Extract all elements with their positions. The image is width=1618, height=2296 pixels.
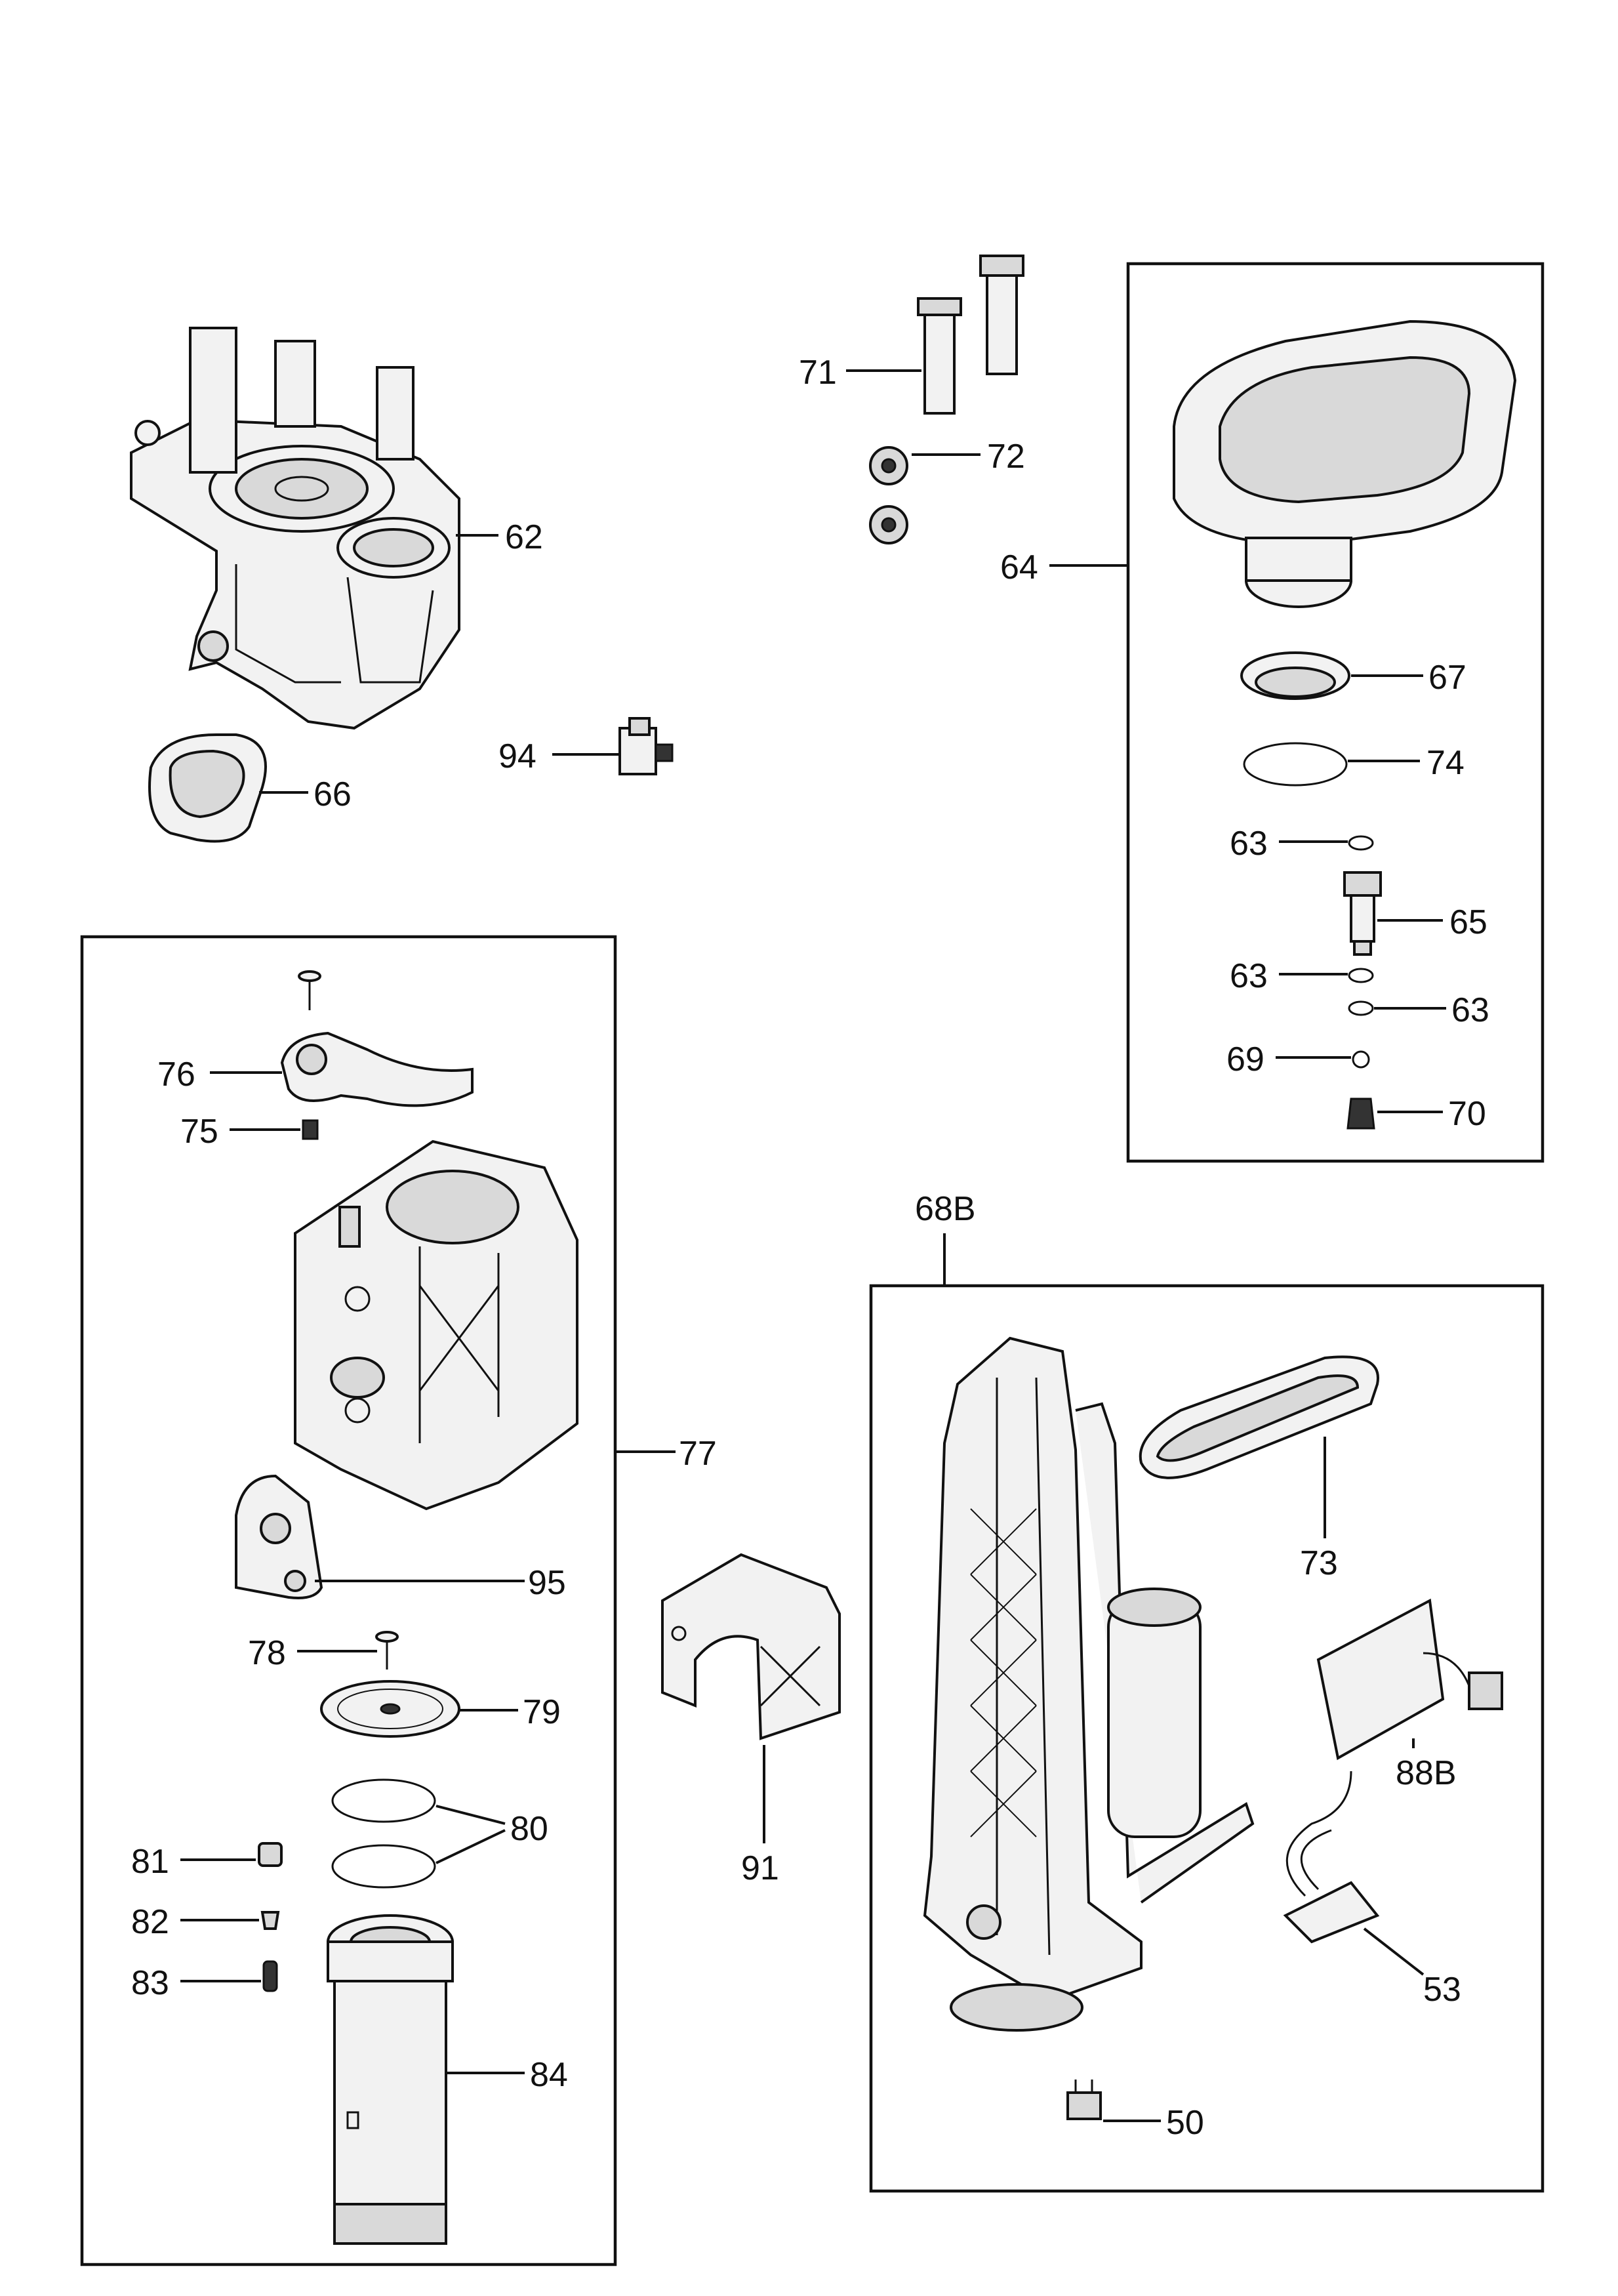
callout-95: 95: [528, 1564, 566, 1602]
callout-50: 50: [1166, 2104, 1204, 2142]
callout-88B: 88B: [1396, 1754, 1457, 1792]
part-76-lever-hub: [296, 1044, 327, 1075]
part-94-solenoid: [618, 717, 674, 775]
callout-75: 75: [180, 1113, 218, 1151]
part-83-spring: [262, 1960, 278, 1992]
callout-67: 67: [1428, 659, 1466, 697]
part-63-oring-b: [1348, 968, 1374, 983]
callout-94: 94: [498, 737, 536, 775]
part-66-seal: [148, 733, 267, 843]
callout-83: 83: [131, 1964, 169, 2002]
part-50-clip: [1066, 2080, 1102, 2120]
part-82-pin: [260, 1911, 280, 1930]
leader-lines: [180, 369, 1446, 2122]
part-72-gears: [869, 446, 908, 544]
part-68B-tower: [923, 1336, 1255, 2032]
part-69-cap: [1352, 1050, 1370, 1069]
callout-70: 70: [1448, 1095, 1486, 1133]
part-75-spring: [302, 1119, 319, 1140]
callout-78: 78: [248, 1634, 286, 1672]
part-53-sensor: [1283, 1771, 1380, 1944]
callout-74: 74: [1426, 744, 1465, 782]
callout-62: 62: [505, 518, 543, 556]
callout-77: 77: [679, 1435, 717, 1473]
part-80-gasket-b: [331, 1844, 436, 1889]
part-65-valve: [1343, 871, 1382, 956]
part-71-shafts: [917, 255, 1024, 415]
callout-63-a: 63: [1230, 825, 1268, 863]
callout-64: 64: [1000, 548, 1038, 586]
callout-79: 79: [523, 1693, 561, 1731]
callout-63-b: 63: [1230, 957, 1268, 995]
callout-63-c: 63: [1451, 991, 1489, 1029]
part-79-filter: [320, 1680, 460, 1738]
part-84-cylinder: [327, 1914, 454, 2245]
callout-68B: 68B: [915, 1190, 976, 1228]
callout-73: 73: [1300, 1544, 1338, 1582]
part-80-gasket-a: [331, 1778, 436, 1823]
part-88B-board: [1316, 1598, 1503, 1761]
part-81-nut: [258, 1842, 283, 1867]
part-95-plate: [235, 1474, 323, 1599]
callout-81: 81: [131, 1843, 169, 1881]
part-64-housing: [1173, 319, 1517, 608]
part-63-oring-a: [1348, 835, 1374, 851]
callout-72: 72: [987, 438, 1025, 476]
part-74-gasket: [1243, 742, 1348, 787]
callout-71: 71: [799, 354, 837, 392]
part-77-brew-chamber: [294, 1139, 578, 1511]
part-73-belt: [1139, 1355, 1379, 1479]
group-box-64: [1126, 262, 1545, 1163]
part-70-cone: [1346, 1097, 1375, 1130]
callout-66: 66: [313, 775, 352, 813]
callout-69: 69: [1226, 1040, 1264, 1078]
group-box-77: [80, 935, 617, 2266]
part-78-screw: [375, 1631, 399, 1670]
part-91-bracket: [661, 1553, 841, 1740]
group-box-68B: [869, 1284, 1545, 2193]
part-screw-top: [298, 970, 321, 1010]
part-63-oring-c: [1348, 1000, 1374, 1016]
callout-65: 65: [1449, 903, 1487, 941]
part-67-filter: [1240, 651, 1350, 700]
callout-76: 76: [157, 1056, 195, 1094]
callout-91: 91: [741, 1849, 779, 1887]
part-76-lever: [280, 1031, 474, 1107]
callout-80: 80: [510, 1810, 548, 1848]
callout-82: 82: [131, 1903, 169, 1941]
callout-53: 53: [1423, 1971, 1461, 2009]
part-62-brew-head: [130, 327, 460, 730]
callout-84: 84: [530, 2056, 568, 2094]
